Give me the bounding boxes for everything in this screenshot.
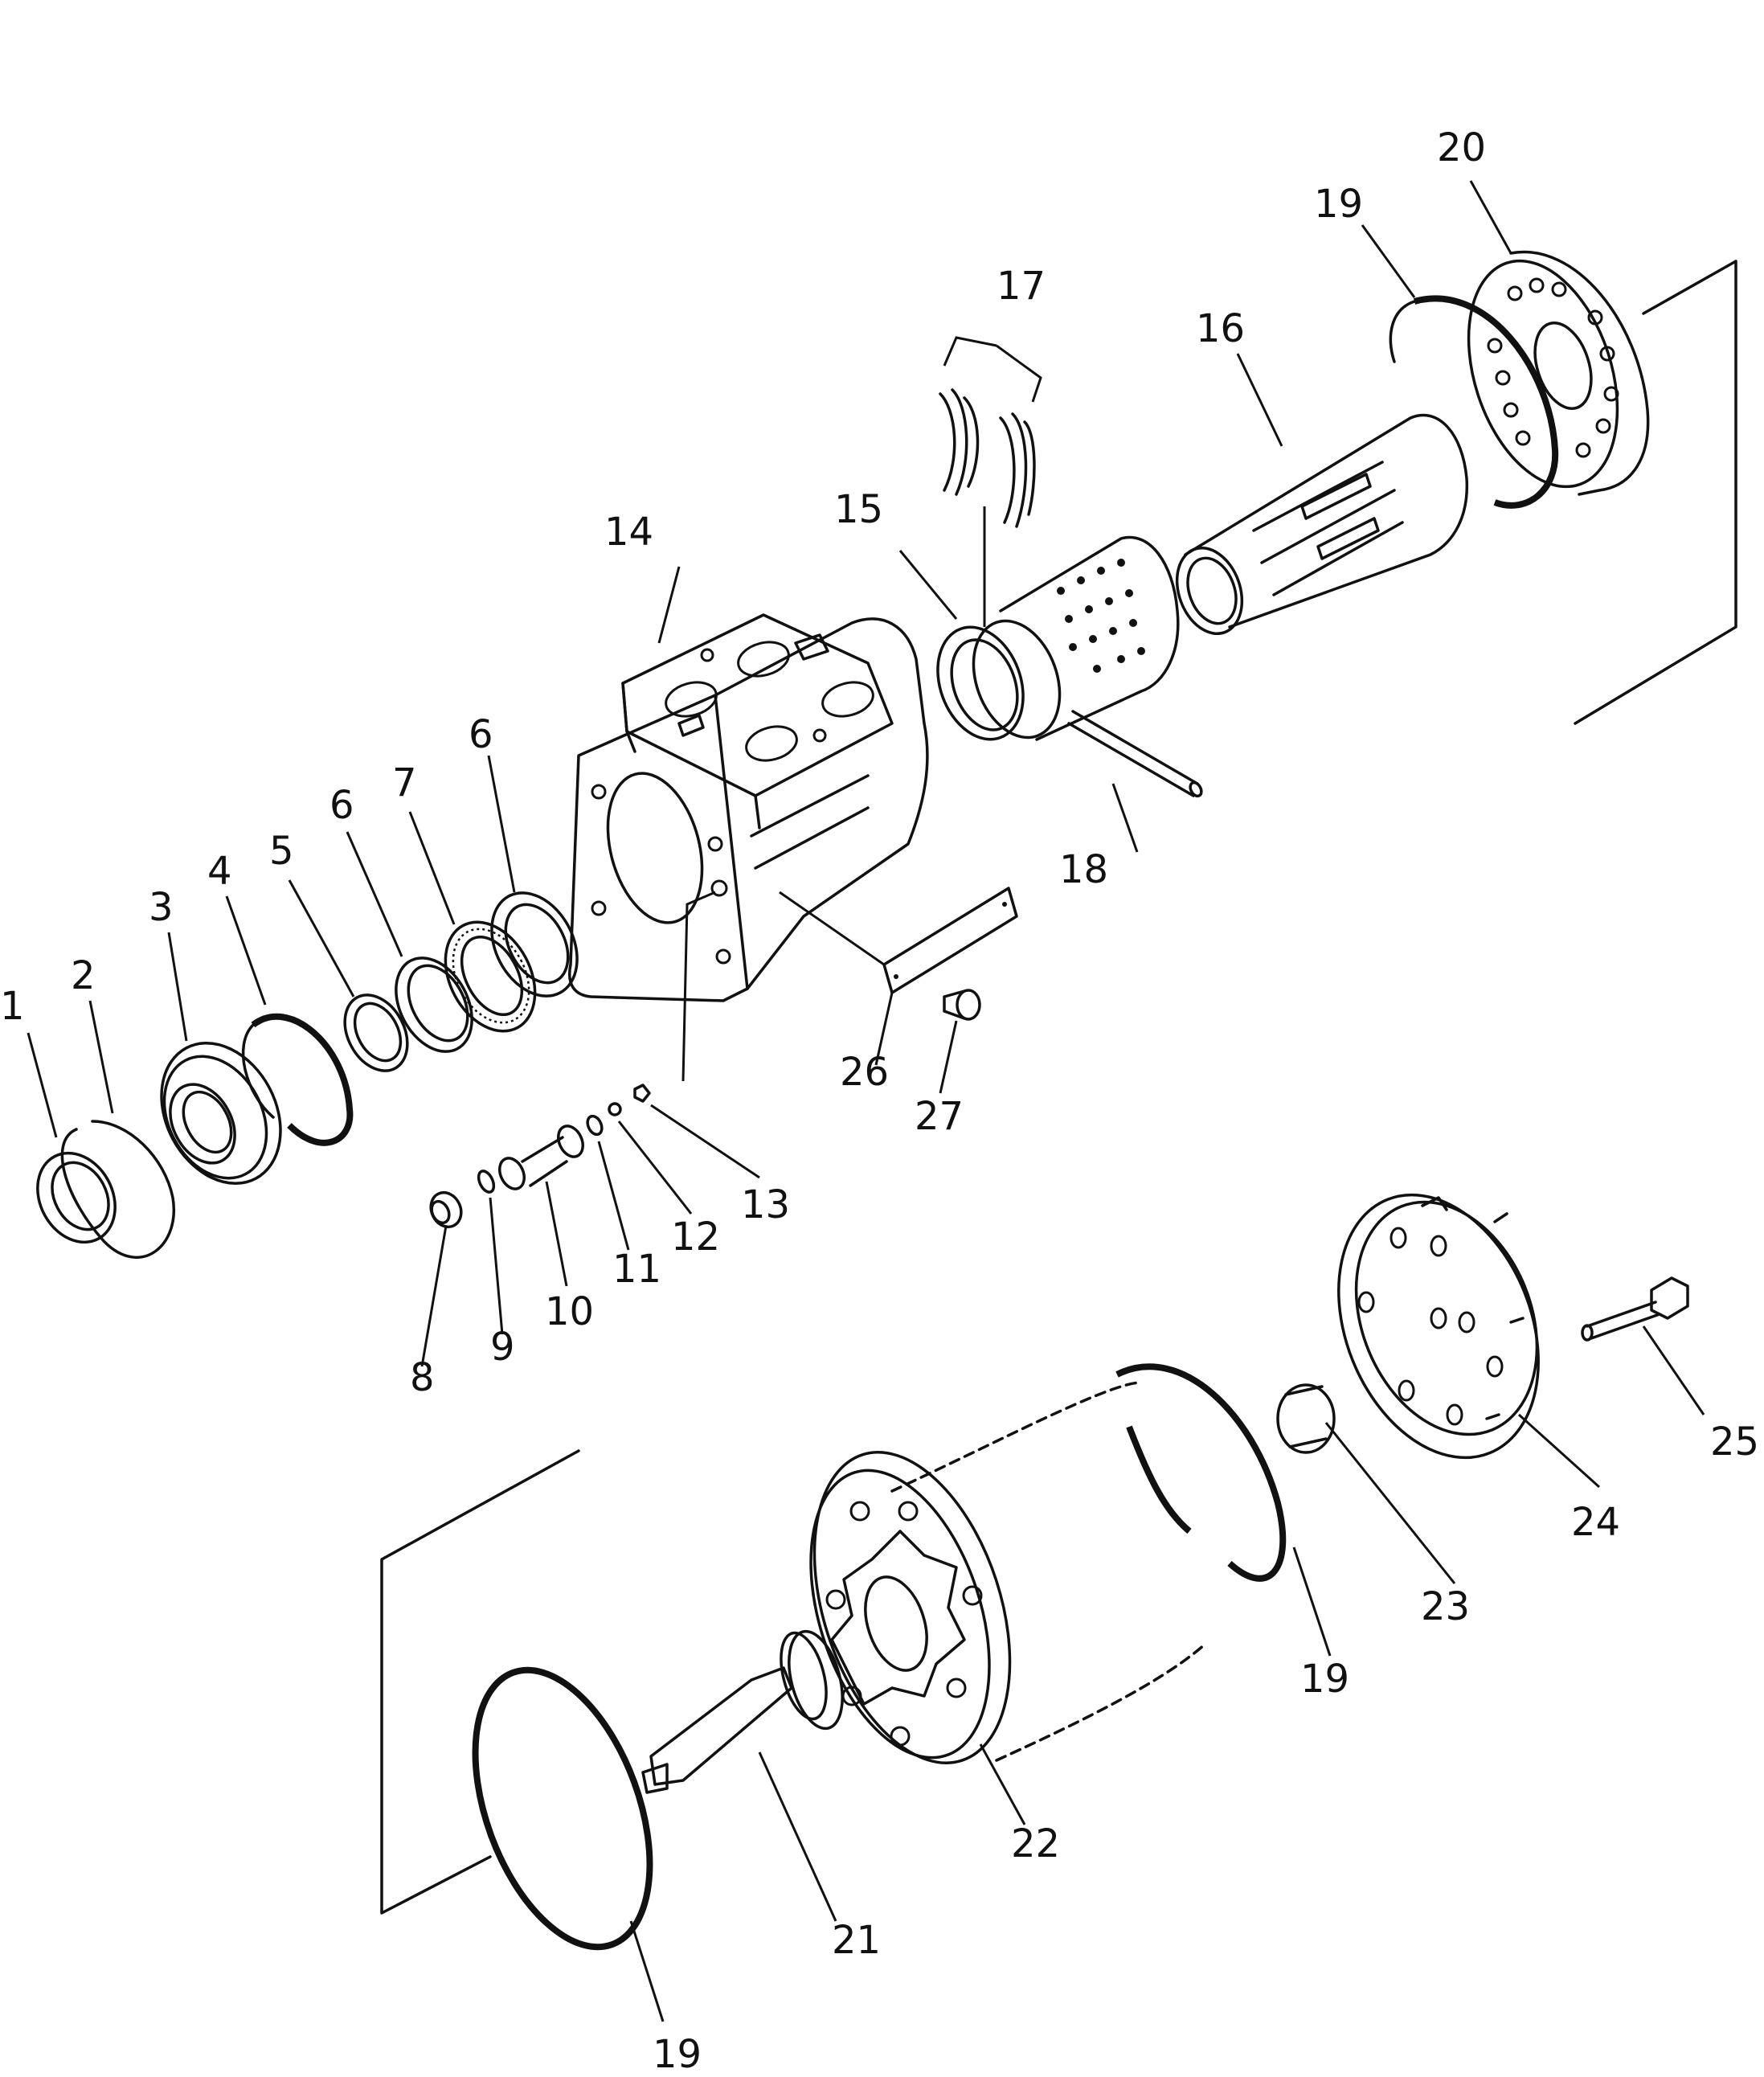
part-8-plug xyxy=(429,1190,463,1229)
part-26-name-plate xyxy=(882,887,1018,994)
callout-4: 4 xyxy=(207,849,232,894)
callout-17: 17 xyxy=(997,264,1046,309)
callout-8: 8 xyxy=(410,1355,435,1400)
callout-20: 20 xyxy=(1437,125,1486,170)
part-16-spool xyxy=(1175,413,1469,636)
callout-27: 27 xyxy=(915,1094,964,1139)
section-bracket-bottom-left xyxy=(380,1449,580,1915)
callout-14: 14 xyxy=(604,510,653,555)
part-2-snap-ring xyxy=(60,1120,175,1260)
callout-26: 26 xyxy=(840,1050,889,1095)
part-4-o-ring xyxy=(241,1013,354,1146)
callout-19-middle: 19 xyxy=(1300,1657,1349,1702)
part-6-washer-right xyxy=(490,891,579,998)
part-19-o-ring-middle xyxy=(1115,1363,1287,1582)
callout-11: 11 xyxy=(612,1247,661,1292)
callout-19-bottom: 19 xyxy=(653,2032,702,2077)
callout-6-left: 6 xyxy=(329,783,354,828)
part-15-sleeve xyxy=(936,535,1180,741)
callout-22: 22 xyxy=(1011,1821,1060,1866)
callout-13: 13 xyxy=(741,1182,790,1227)
callout-labels: 1 2 3 4 5 6 6 7 8 9 10 11 12 13 14 15 16… xyxy=(0,125,1759,2077)
callout-2: 2 xyxy=(71,953,96,998)
part-19-o-ring-top xyxy=(1389,295,1559,509)
part-6-washer-left xyxy=(395,957,473,1053)
callout-6-right: 6 xyxy=(469,712,493,757)
callout-3: 3 xyxy=(149,885,174,930)
callout-16: 16 xyxy=(1196,306,1245,351)
callout-18: 18 xyxy=(1059,847,1108,892)
part-17-springs xyxy=(939,388,1036,528)
part-12-ball xyxy=(608,1102,622,1116)
callout-5: 5 xyxy=(269,829,294,874)
callout-21: 21 xyxy=(832,1918,881,1963)
part-22-gerotor xyxy=(809,1381,1207,1764)
part-10-poppet xyxy=(498,1125,584,1190)
leader-lines xyxy=(27,180,1705,2022)
part-9-o-ring xyxy=(477,1170,496,1194)
part-11-seal xyxy=(586,1114,604,1137)
part-20-plate xyxy=(1467,250,1650,496)
part-5-ring xyxy=(343,993,409,1072)
part-23-bushing xyxy=(1276,1383,1336,1454)
callout-23: 23 xyxy=(1421,1584,1470,1629)
part-19-o-ring-bottom xyxy=(472,1666,653,1951)
callout-25: 25 xyxy=(1710,1419,1759,1465)
callout-1: 1 xyxy=(0,984,25,1029)
part-21-drive-shaft xyxy=(641,1629,844,1794)
part-27-rivet xyxy=(943,989,981,1021)
callout-9: 9 xyxy=(490,1325,515,1370)
callout-24: 24 xyxy=(1571,1500,1620,1545)
part-14-valve-body xyxy=(568,613,929,1002)
part-3-seal-housing xyxy=(160,1041,282,1186)
callout-19-top: 19 xyxy=(1314,182,1363,227)
part-13-spring-clip xyxy=(633,1084,651,1103)
part-25-bolt xyxy=(1581,1276,1689,1342)
callout-7: 7 xyxy=(392,760,417,805)
callout-10: 10 xyxy=(545,1289,594,1334)
callout-12: 12 xyxy=(671,1215,720,1260)
part-24-end-cap xyxy=(1337,1193,1540,1460)
part-1-bearing xyxy=(36,1151,117,1244)
callout-15: 15 xyxy=(834,487,883,532)
section-bracket-top-right xyxy=(1574,260,1737,725)
part-7-thrust-bearing xyxy=(444,920,537,1033)
part-18-pin xyxy=(1067,710,1203,798)
